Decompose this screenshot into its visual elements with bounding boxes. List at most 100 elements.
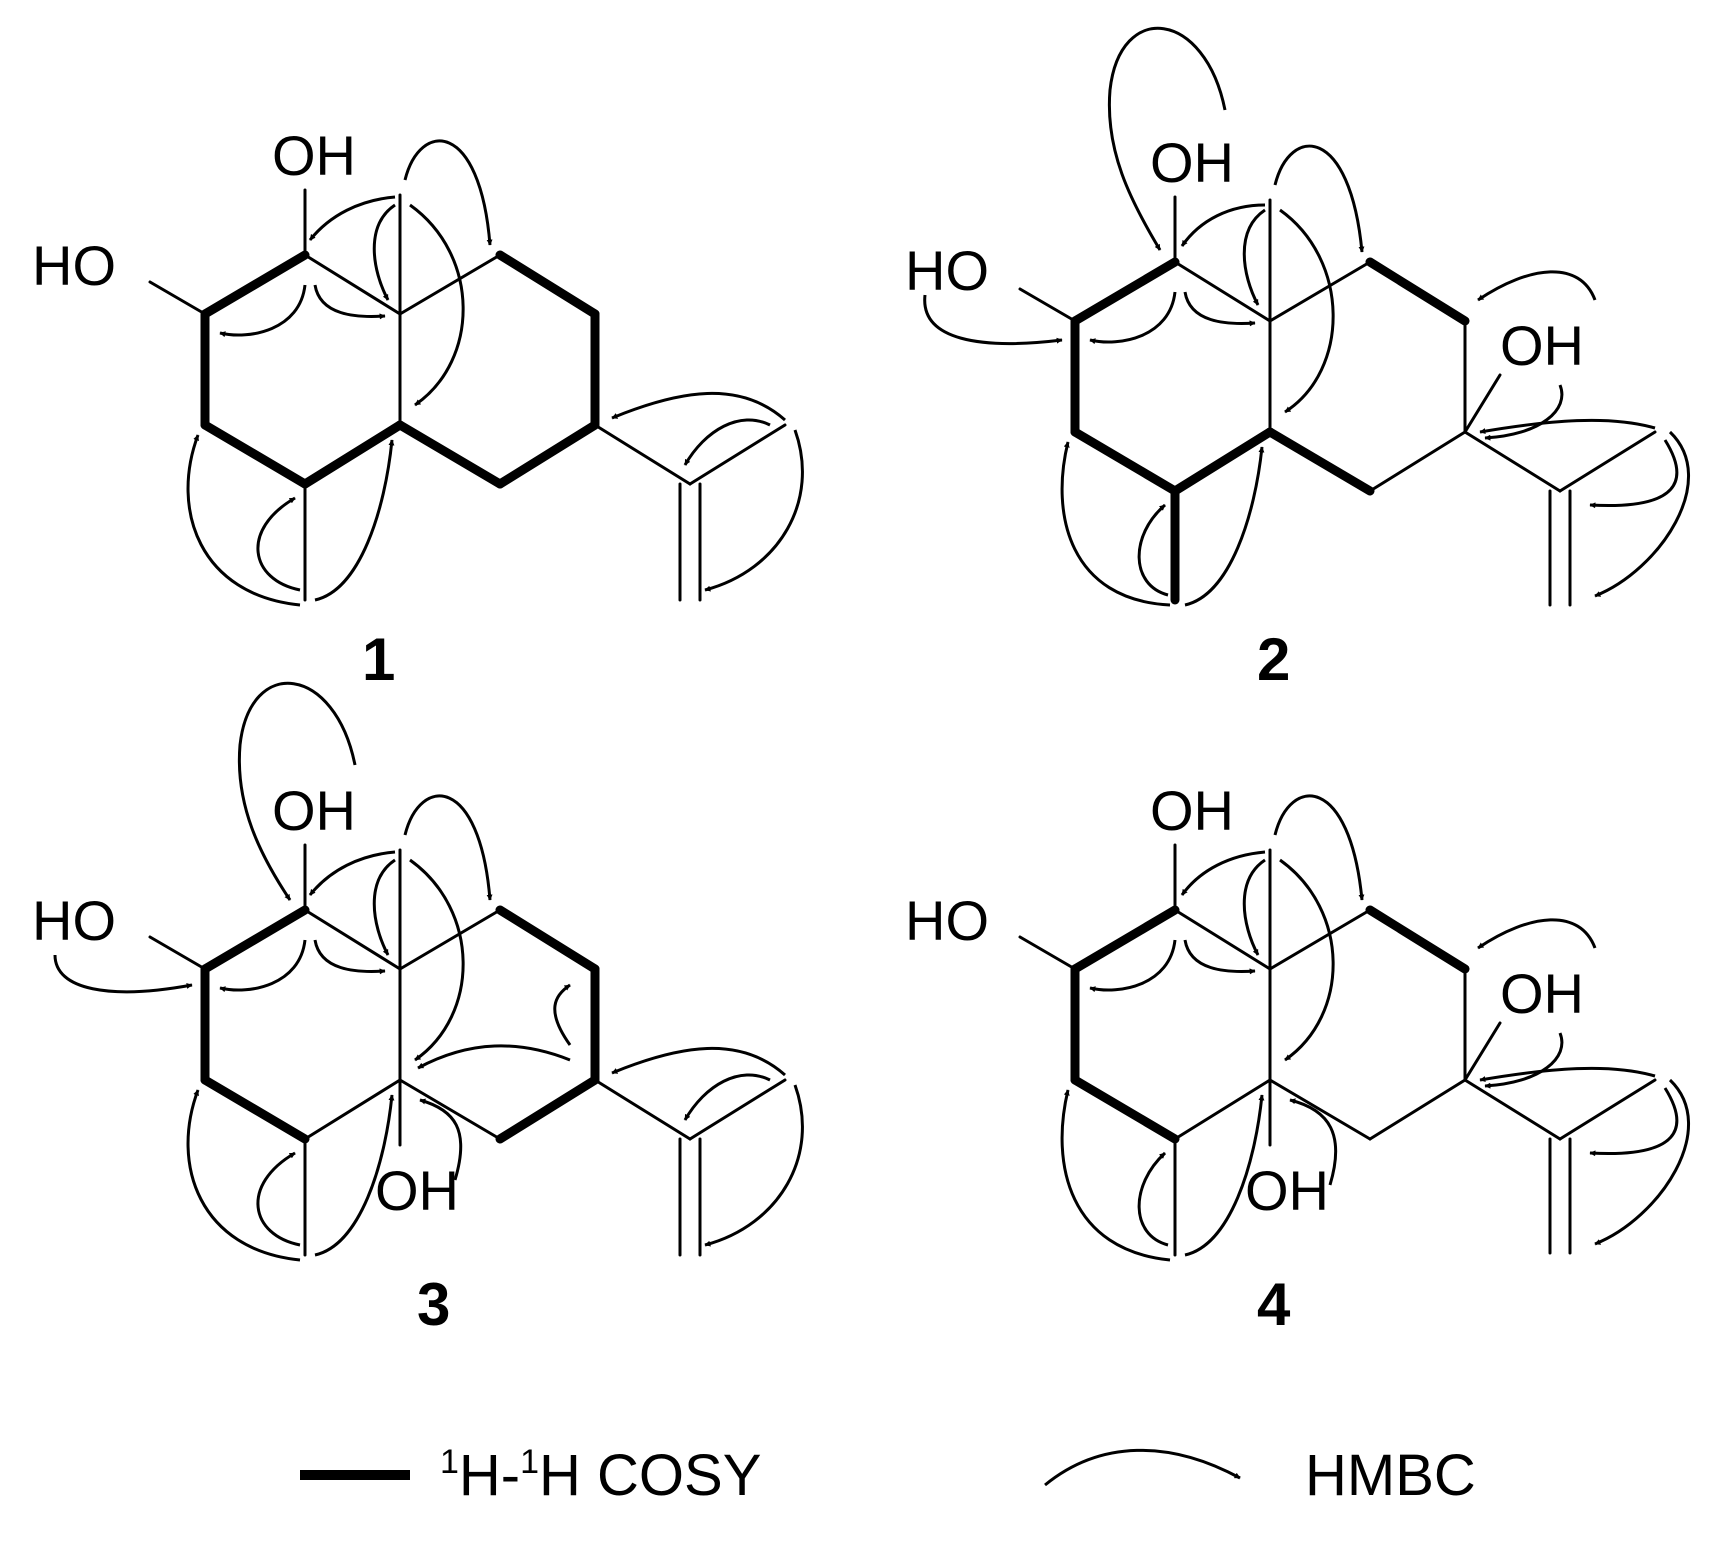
bond <box>1268 908 1372 971</box>
ho-bond <box>1018 287 1077 323</box>
hmbc-arrow <box>1242 858 1266 956</box>
hmbc-arrow <box>683 418 771 466</box>
cosy-legend-label: 1H-1H COSY <box>440 1443 761 1508</box>
hmbc-arrow <box>313 284 386 320</box>
cosy-bond <box>495 1075 600 1144</box>
hmbc-arrow <box>1484 384 1564 441</box>
cosy-bond <box>495 420 600 489</box>
cosy-bond <box>395 420 505 489</box>
hmbc-arrow <box>683 1073 771 1121</box>
bond <box>688 1078 787 1141</box>
hmbc-legend-arrow <box>1044 1448 1241 1487</box>
compound-3-label: 3 <box>417 1271 450 1338</box>
hmbc-arrow <box>256 1151 301 1247</box>
compound-2-oh-right-label: OH <box>1500 314 1584 377</box>
ho-bond <box>1018 935 1077 971</box>
hmbc-arrow <box>308 850 396 896</box>
compound-4-oh-top-label: OH <box>1150 779 1234 842</box>
hmbc-arrow <box>372 203 396 301</box>
cosy-bond <box>200 905 310 974</box>
hmbc-arrow <box>1137 503 1169 597</box>
hmbc-arrow <box>553 983 572 1046</box>
hmbc-arrow <box>611 1047 786 1077</box>
compound-2-bonds <box>1018 195 1657 607</box>
bond <box>303 908 402 971</box>
hmbc-arrow <box>186 434 301 607</box>
compound-2-hmbc-arrows <box>923 26 1691 607</box>
bond <box>1368 430 1467 493</box>
cosy-bond <box>200 1075 310 1144</box>
hmbc-arrow <box>1180 203 1266 247</box>
cosy-bond <box>200 250 310 319</box>
hmbc-arrow <box>419 1098 463 1181</box>
hmbc-arrow <box>1477 918 1597 950</box>
compound-4-hmbc-arrows <box>1060 794 1691 1262</box>
compound-1-structure: OH HO 1 <box>32 124 804 693</box>
hmbc-arrow <box>403 794 493 901</box>
cosy-bond <box>495 905 600 974</box>
hmbc-legend-label: HMBC <box>1305 1443 1476 1508</box>
hmbc-arrow <box>237 681 357 901</box>
bond <box>593 423 692 486</box>
oh-bond <box>1463 373 1502 434</box>
hmbc-arrow <box>1594 1078 1691 1246</box>
hmbc-arrow <box>314 439 395 602</box>
hmbc-arrow <box>1060 441 1171 607</box>
hmbc-arrow <box>1479 418 1656 435</box>
cosy-bond <box>1365 905 1470 974</box>
hmbc-arrow <box>314 1094 395 1257</box>
hmbc-arrow <box>923 294 1063 346</box>
compound-4-structure: OH HO OH OH 4 <box>905 779 1691 1338</box>
hmbc-arrow <box>409 203 465 407</box>
hmbc-arrow <box>1279 208 1335 414</box>
cosy-bond <box>495 250 600 319</box>
bond <box>398 908 502 971</box>
bond <box>1368 1078 1467 1141</box>
cosy-bond <box>300 420 405 489</box>
compound-1-hmbc-arrows <box>186 139 804 607</box>
compound-1-bonds <box>148 188 787 602</box>
hmbc-arrow <box>308 195 396 241</box>
hmbc-arrow <box>1184 446 1265 607</box>
compound-4-bonds <box>1018 843 1657 1257</box>
compound-4-ho-left-label: HO <box>905 889 989 952</box>
bond <box>1463 430 1562 493</box>
bond <box>303 253 402 316</box>
hmbc-arrow <box>611 392 786 422</box>
bond <box>1558 430 1657 493</box>
cosy-bond <box>1365 257 1470 326</box>
compound-3-oh-top-label: OH <box>272 779 356 842</box>
compound-2-oh-top-label: OH <box>1150 131 1234 194</box>
hmbc-arrow <box>704 1084 804 1247</box>
bond <box>1268 1078 1372 1141</box>
compound-1-oh-top-label: OH <box>272 124 356 187</box>
hmbc-arrow <box>1279 858 1335 1062</box>
ho-bond <box>148 935 207 971</box>
hmbc-arrow <box>1180 850 1266 896</box>
compound-4-label: 4 <box>1257 1271 1291 1338</box>
hmbc-arrow <box>1183 291 1256 327</box>
hmbc-arrow <box>53 954 193 994</box>
hmbc-arrow <box>1089 291 1177 345</box>
hmbc-arrow <box>1184 1094 1265 1257</box>
compound-4-oh-bottom-label: OH <box>1245 1159 1329 1222</box>
bond <box>593 1078 692 1141</box>
cosy-bond <box>200 420 310 489</box>
hmbc-arrow <box>1594 430 1691 598</box>
cosy-bond <box>1265 427 1375 496</box>
hmbc-arrow <box>256 496 301 592</box>
legend: 1H-1H COSY HMBC <box>300 1443 1476 1508</box>
ho-bond <box>148 280 207 316</box>
hmbc-arrow <box>1242 208 1266 306</box>
hmbc-arrow <box>1089 939 1177 993</box>
cosy-bond <box>1070 1075 1180 1144</box>
compound-1-ho-left-label: HO <box>32 234 116 297</box>
hmbc-arrow <box>313 939 386 975</box>
cosy-bond <box>1070 905 1180 974</box>
compound-3-hmbc-arrows <box>53 681 804 1262</box>
hmbc-arrow <box>1289 1098 1338 1186</box>
bond <box>1173 1078 1272 1141</box>
bond <box>1268 260 1372 323</box>
bond <box>398 1078 502 1141</box>
